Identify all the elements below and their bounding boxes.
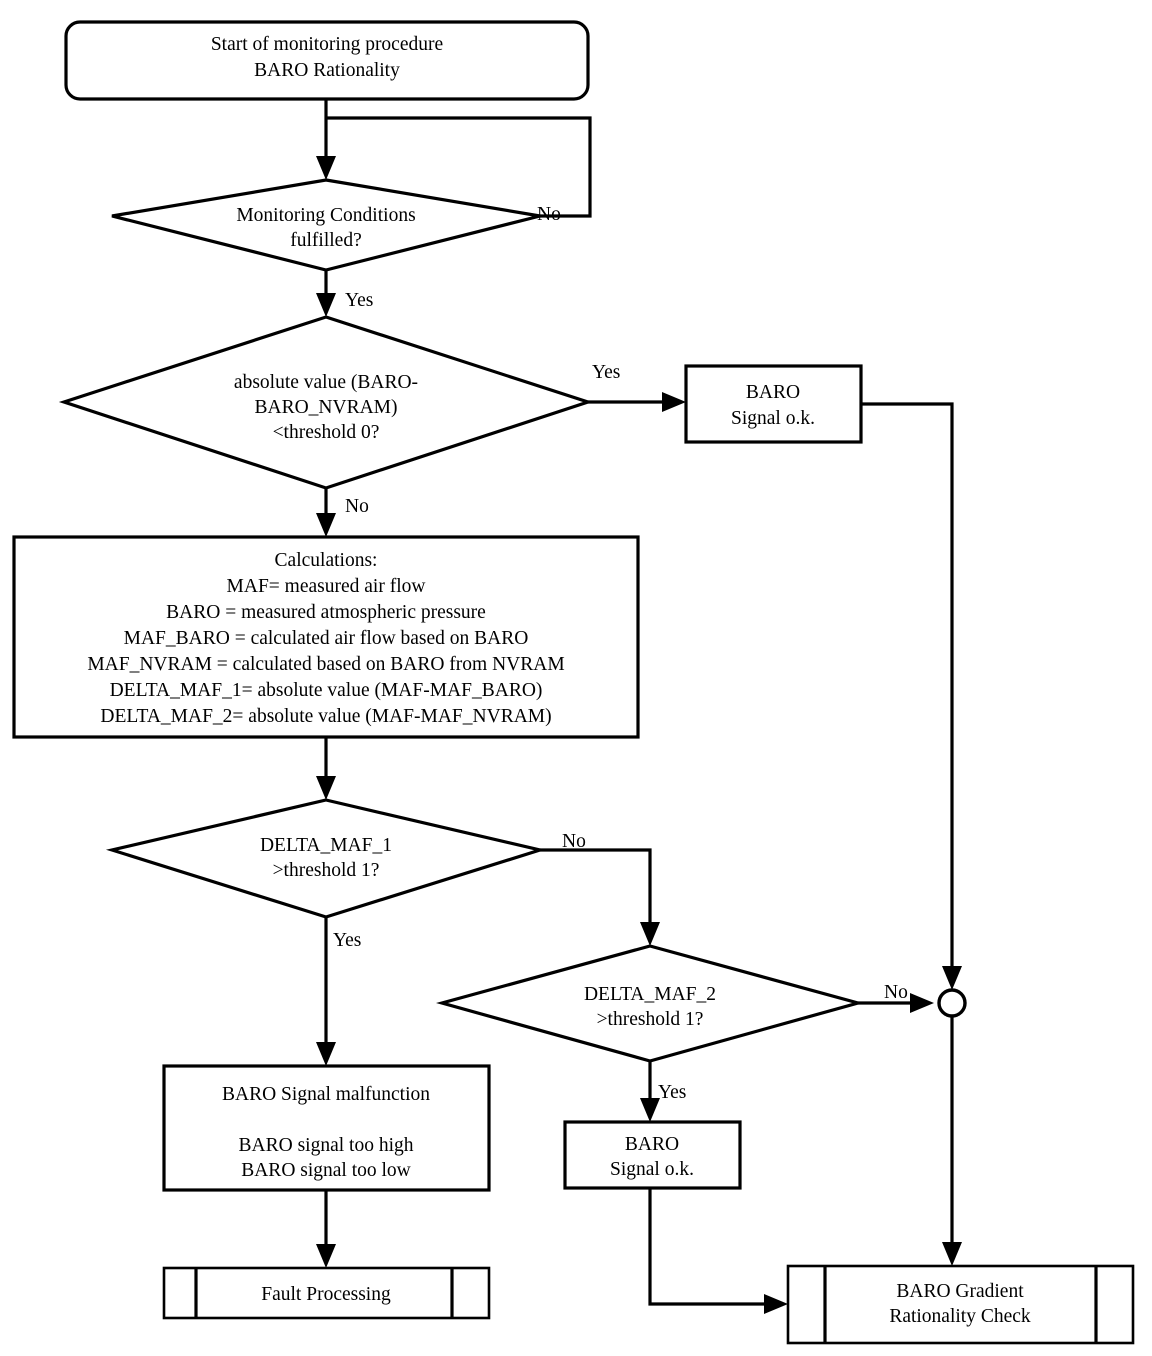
abs-threshold0-line-2: BARO_NVRAM) (254, 397, 397, 418)
node-monitoring-conditions[interactable]: Monitoring Conditions fulfilled? (111, 178, 541, 272)
delta-maf-2-line-1: DELTA_MAF_2 (584, 984, 716, 1005)
edge-label-delta1-yes: Yes (333, 930, 361, 951)
node-fault-processing[interactable]: Fault Processing (162, 1266, 491, 1320)
arrowhead-delta1-no (640, 922, 660, 946)
monitoring-conditions-line-2: fulfilled? (290, 230, 361, 251)
edge-label-delta1-no: No (562, 831, 586, 852)
baro-gradient-shape (786, 1264, 1135, 1345)
baro-ok-bottom-line-2: Signal o.k. (610, 1159, 694, 1180)
abs-threshold0-shape (58, 315, 594, 490)
calculations-line-4: MAF_BARO = calculated air flow based on … (124, 628, 529, 649)
start-line-2: BARO Rationality (254, 60, 400, 81)
edge-delta1-no (540, 848, 652, 928)
delta-maf-2-line-2: >threshold 1? (597, 1009, 704, 1030)
calculations-line-7: DELTA_MAF_2= absolute value (MAF-MAF_NVR… (100, 706, 551, 727)
junction-connector-circle (937, 988, 967, 1018)
edge-label-monitoring-no: No (537, 204, 561, 225)
node-start[interactable]: Start of monitoring procedure BARO Ratio… (64, 20, 590, 101)
arrowhead-threshold0-yes (662, 392, 686, 412)
arrowhead-delta2-no (910, 993, 934, 1013)
fault-processing-label: Fault Processing (261, 1284, 391, 1305)
edge-baro-ok-bottom-to-gradient (648, 1188, 770, 1306)
node-baro-gradient[interactable]: BARO Gradient Rationality Check (786, 1264, 1135, 1345)
baro-ok-top-line-2: Signal o.k. (731, 408, 815, 429)
arrowhead-baro-ok-bottom-to-gradient (764, 1294, 788, 1314)
calculations-line-5: MAF_NVRAM = calculated based on BARO fro… (87, 654, 564, 675)
edge-label-monitoring-yes: Yes (345, 290, 373, 311)
edge-baro-ok-top-to-junction (861, 402, 954, 972)
baro-ok-bottom-line-1: BARO (625, 1134, 679, 1155)
delta-maf-1-shape (105, 798, 547, 919)
calculations-line-1: Calculations: (275, 550, 378, 571)
baro-gradient-line-2: Rationality Check (889, 1306, 1031, 1327)
calculations-line-6: DELTA_MAF_1= absolute value (MAF-MAF_BAR… (110, 680, 543, 701)
arrowhead-delta2-yes (640, 1098, 660, 1122)
start-line-1: Start of monitoring procedure (211, 34, 443, 55)
edge-label-delta2-yes: Yes (658, 1082, 686, 1103)
arrowhead-monitoring-yes (316, 293, 336, 317)
baro-malfunction-line-1: BARO Signal malfunction (222, 1084, 430, 1105)
delta-maf-2-shape (435, 944, 865, 1063)
fault-processing-shape (162, 1266, 491, 1320)
baro-malfunction-line-4: BARO signal too low (241, 1160, 411, 1181)
arrowhead-calculations-to-delta1 (316, 776, 336, 800)
calculations-line-2: MAF= measured air flow (227, 576, 426, 597)
baro-malfunction-line-3: BARO signal too high (239, 1135, 414, 1156)
arrowhead-delta1-yes (316, 1042, 336, 1066)
abs-threshold0-line-1: absolute value (BARO- (234, 372, 418, 393)
start-shape (64, 20, 590, 101)
baro-ok-bottom-shape (563, 1120, 742, 1190)
node-abs-threshold0[interactable]: absolute value (BARO- BARO_NVRAM) <thres… (58, 315, 594, 490)
delta-maf-1-line-2: >threshold 1? (273, 860, 380, 881)
node-baro-malfunction[interactable]: BARO Signal malfunction BARO signal too … (162, 1064, 491, 1192)
calculations-line-3: BARO = measured atmospheric pressure (166, 602, 486, 623)
node-delta-maf-2[interactable]: DELTA_MAF_2 >threshold 1? (435, 944, 865, 1063)
baro-ok-top-shape (684, 364, 863, 444)
arrowhead-to-junction (942, 966, 962, 990)
arrowhead-junction-to-gradient (942, 1242, 962, 1266)
calculations-shape (12, 535, 640, 739)
node-calculations[interactable]: Calculations: MAF= measured air flow BAR… (12, 535, 640, 739)
node-baro-ok-top[interactable]: BARO Signal o.k. (684, 364, 863, 444)
abs-threshold0-line-3: <threshold 0? (273, 422, 380, 443)
arrowhead-start-to-monitoring (316, 156, 336, 180)
node-delta-maf-1[interactable]: DELTA_MAF_1 >threshold 1? (105, 798, 547, 919)
arrowhead-malfunction-to-fault (316, 1244, 336, 1268)
edge-label-delta2-no: No (884, 982, 908, 1003)
baro-gradient-line-1: BARO Gradient (896, 1281, 1024, 1302)
monitoring-conditions-line-1: Monitoring Conditions (236, 205, 415, 226)
node-baro-ok-bottom[interactable]: BARO Signal o.k. (563, 1120, 742, 1190)
baro-ok-top-line-1: BARO (746, 382, 800, 403)
arrowhead-threshold0-no (316, 513, 336, 537)
edge-monitoring-no-loopback (327, 116, 592, 218)
edge-label-threshold0-no: No (345, 496, 369, 517)
delta-maf-1-line-1: DELTA_MAF_1 (260, 835, 392, 856)
monitoring-conditions-shape (111, 178, 541, 272)
edge-label-threshold0-yes: Yes (592, 362, 620, 383)
baro-malfunction-shape (162, 1064, 491, 1192)
